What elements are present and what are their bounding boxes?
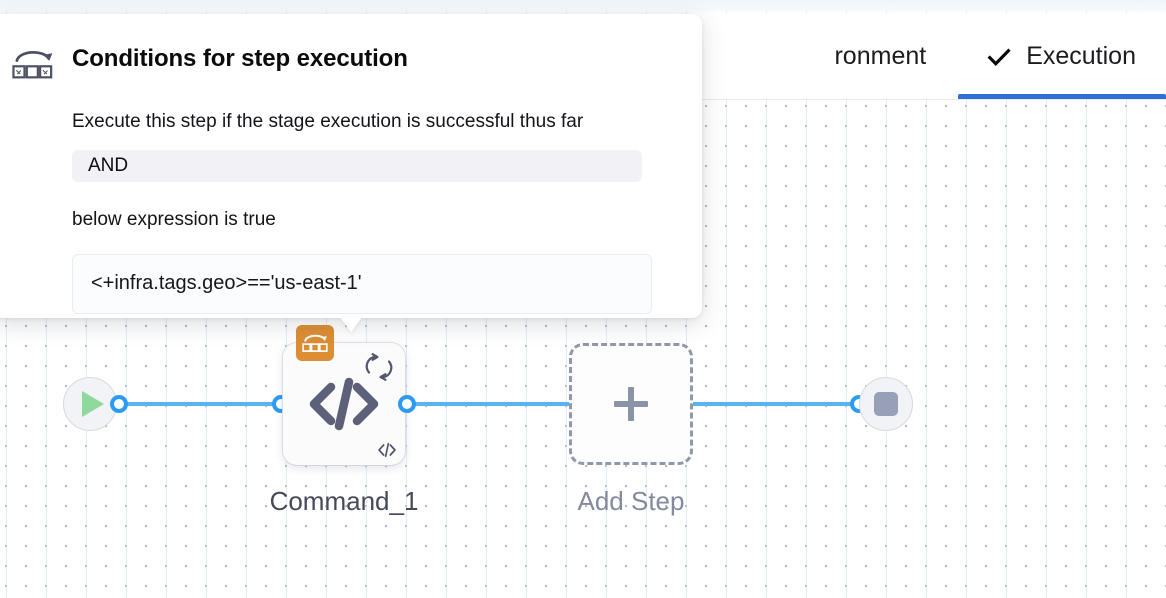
check-icon (987, 47, 1011, 66)
step-node-output-port[interactable] (398, 395, 416, 413)
loop-retry-icon[interactable] (362, 351, 396, 383)
tooltip-expression-caption: below expression is true (72, 208, 276, 230)
tab-execution[interactable]: Execution (956, 14, 1166, 99)
conditional-execution-icon[interactable] (296, 325, 334, 361)
start-node[interactable] (63, 377, 117, 431)
stop-icon (874, 392, 898, 416)
step-conditions-tooltip: Conditions for step execution Execute th… (0, 14, 702, 318)
tab-environment[interactable]: ronment (804, 14, 956, 99)
tab-environment-label: ronment (834, 42, 927, 70)
tooltip-body: Execute this step if the stage execution… (72, 110, 676, 314)
code-icon (283, 343, 405, 465)
start-node-output-port[interactable] (110, 395, 128, 413)
edge-start-to-step (118, 402, 308, 406)
condition-expression-value: <+infra.tags.geo>=='us-east-1' (91, 272, 362, 294)
conditional-execution-icon (12, 51, 53, 79)
plus-icon (614, 387, 648, 421)
step-node-command-1[interactable] (283, 325, 405, 465)
tooltip-description: Execute this step if the stage execution… (72, 111, 584, 132)
tooltip-arrow (340, 317, 362, 332)
edge-step-to-add (400, 402, 635, 406)
tab-execution-label: Execution (1026, 42, 1136, 70)
edge-add-to-end (660, 402, 865, 406)
condition-expression-field[interactable]: <+infra.tags.geo>=='us-east-1' (72, 253, 652, 314)
add-step-button[interactable] (569, 343, 693, 465)
conditional-execution-glyph (302, 334, 328, 352)
tab-execution-underline (958, 94, 1166, 99)
tooltip-title: Conditions for step execution (72, 45, 408, 72)
play-icon (82, 391, 104, 417)
tooltip-header: Conditions for step execution (10, 40, 676, 84)
step-node-label: Command_1 (269, 486, 419, 516)
condition-operator-value: AND (88, 154, 129, 176)
add-step-label: Add Step (577, 486, 685, 516)
pipeline-tab-bar: ronment Execution (804, 14, 1166, 99)
end-node[interactable] (859, 377, 913, 431)
condition-operator-select[interactable]: AND (72, 149, 642, 182)
code-glyph (309, 377, 379, 431)
code-mini-icon (378, 442, 396, 458)
